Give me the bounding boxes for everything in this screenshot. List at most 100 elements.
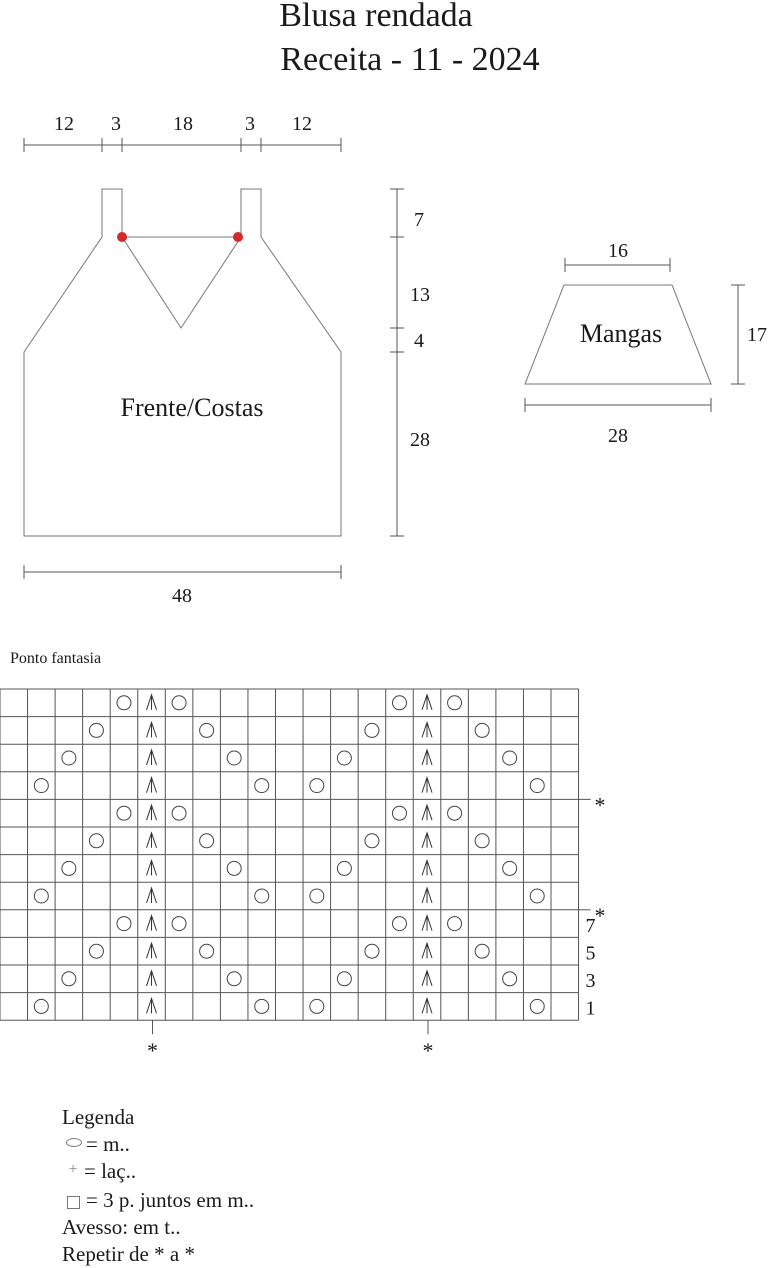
height-seg-2: 13 xyxy=(410,284,430,306)
height-dimension xyxy=(390,188,404,537)
repeat-marker-bottom: * xyxy=(423,1038,434,1063)
body-label: Frente/Costas xyxy=(121,393,264,422)
decrease-symbol xyxy=(146,886,157,904)
yarn-over-symbol xyxy=(309,998,325,1014)
title-line-2: Receita - 11 - 2024 xyxy=(280,41,540,78)
legend-item-oval: = m.. xyxy=(62,1131,254,1158)
decrease-symbol xyxy=(421,914,433,931)
yarn-over-symbol xyxy=(309,778,325,794)
bottom-width-value: 48 xyxy=(172,585,192,607)
yarn-over-symbol xyxy=(61,860,77,876)
yarn-over-symbol xyxy=(254,998,270,1014)
marker-dot-right xyxy=(233,232,243,242)
yarn-over-symbol xyxy=(364,943,380,959)
row-number: 7 xyxy=(586,915,596,937)
yarn-over-symbol xyxy=(309,888,325,904)
top-width-dimension xyxy=(23,138,342,152)
yarn-over-symbol xyxy=(336,971,352,987)
yarn-over-symbol xyxy=(447,916,463,932)
sleeve-bottom-dimension xyxy=(524,398,712,412)
legend-title: Legenda xyxy=(62,1105,135,1129)
width-seg-5: 12 xyxy=(292,113,312,135)
yarn-over-symbol xyxy=(529,888,545,904)
yarn-over-symbol xyxy=(33,888,49,904)
decrease-symbol xyxy=(146,693,157,710)
yarn-over-symbol xyxy=(33,778,49,794)
yarn-over-symbol xyxy=(336,860,352,876)
decrease-symbol xyxy=(421,886,433,904)
yarn-over-symbol xyxy=(226,860,242,876)
decrease-symbol xyxy=(421,858,433,876)
sleeve-height-dimension xyxy=(731,284,745,385)
decrease-symbol xyxy=(421,776,433,793)
decrease-symbol xyxy=(421,831,433,848)
decrease-symbol xyxy=(146,914,157,931)
chart-title: Ponto fantasia xyxy=(10,650,102,667)
repeat-marker-top: * xyxy=(595,792,606,817)
width-seg-1: 12 xyxy=(54,113,74,135)
oval-icon xyxy=(66,1137,82,1147)
yarn-over-symbol xyxy=(529,998,545,1014)
sleeve-outline xyxy=(524,284,712,385)
yarn-over-symbol xyxy=(61,971,77,987)
plus-icon: + xyxy=(68,1161,78,1178)
height-seg-4: 28 xyxy=(410,429,430,451)
yarn-over-symbol xyxy=(502,750,518,766)
width-seg-4: 3 xyxy=(245,113,255,135)
yarn-over-symbol xyxy=(226,750,242,766)
row-number: 1 xyxy=(586,998,596,1020)
yarn-over-symbol xyxy=(171,695,187,711)
yarn-over-symbol xyxy=(116,916,132,932)
repeat-marker-mid: * xyxy=(595,903,606,928)
legend: Legenda = m.. += laç.. = 3 p. juntos em … xyxy=(62,1104,254,1268)
body-outline xyxy=(23,188,342,537)
yarn-over-symbol xyxy=(474,943,490,959)
legend-item-plus: += laç.. xyxy=(62,1158,254,1187)
yarn-over-symbol xyxy=(33,998,49,1014)
yarn-over-symbol xyxy=(391,805,407,821)
yarn-over-symbol xyxy=(88,833,104,849)
box-icon xyxy=(67,1195,80,1209)
decrease-symbol xyxy=(421,996,433,1014)
yarn-over-symbol xyxy=(474,833,490,849)
row-number: 5 xyxy=(586,942,596,964)
height-seg-3: 4 xyxy=(414,330,424,352)
decrease-symbol xyxy=(421,693,433,710)
legend-item-box: = 3 p. juntos em m.. xyxy=(62,1187,254,1214)
yarn-over-symbol xyxy=(336,750,352,766)
yarn-over-symbol xyxy=(226,971,242,987)
decrease-symbol xyxy=(146,969,157,986)
yarn-over-symbol xyxy=(199,833,215,849)
yarn-over-symbol xyxy=(474,722,490,738)
yarn-over-symbol xyxy=(61,750,77,766)
sleeve-label: Mangas xyxy=(580,319,662,348)
decrease-symbol xyxy=(146,720,157,738)
yarn-over-symbol xyxy=(529,778,545,794)
row-number: 3 xyxy=(586,970,596,992)
yarn-over-symbol xyxy=(254,778,270,794)
width-seg-3: 18 xyxy=(173,113,193,135)
yarn-over-symbol xyxy=(391,916,407,932)
decrease-symbol xyxy=(421,720,433,738)
decrease-symbol xyxy=(146,858,157,876)
yarn-over-symbol xyxy=(116,695,132,711)
title-line-1: Blusa rendada xyxy=(279,0,473,34)
yarn-over-symbol xyxy=(171,916,187,932)
decrease-symbol xyxy=(421,748,433,766)
marker-dot-left xyxy=(117,232,127,242)
decrease-symbol xyxy=(146,996,157,1014)
decrease-symbol xyxy=(146,831,157,848)
yarn-over-symbol xyxy=(88,943,104,959)
decrease-symbol xyxy=(146,776,157,793)
decrease-symbol xyxy=(146,941,157,959)
sleeve-top-width: 16 xyxy=(608,240,628,262)
yarn-over-symbol xyxy=(171,805,187,821)
decrease-symbol xyxy=(421,803,433,821)
bottom-width-dimension xyxy=(23,565,342,579)
legend-note-1: Avesso: em t.. xyxy=(62,1215,181,1239)
yarn-over-symbol xyxy=(502,971,518,987)
yarn-over-symbol xyxy=(364,833,380,849)
decrease-symbol xyxy=(421,969,433,986)
